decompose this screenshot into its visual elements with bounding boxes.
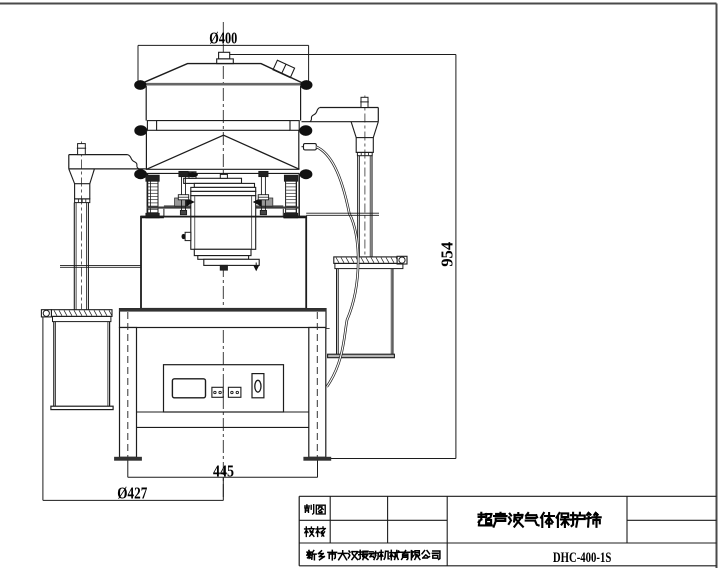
svg-text:954: 954 [438, 241, 457, 266]
svg-text:DHC-400-1S: DHC-400-1S [553, 550, 612, 566]
svg-text:Ø400: Ø400 [209, 29, 237, 48]
svg-text:Ø427: Ø427 [117, 484, 147, 503]
svg-text:445: 445 [213, 461, 234, 480]
